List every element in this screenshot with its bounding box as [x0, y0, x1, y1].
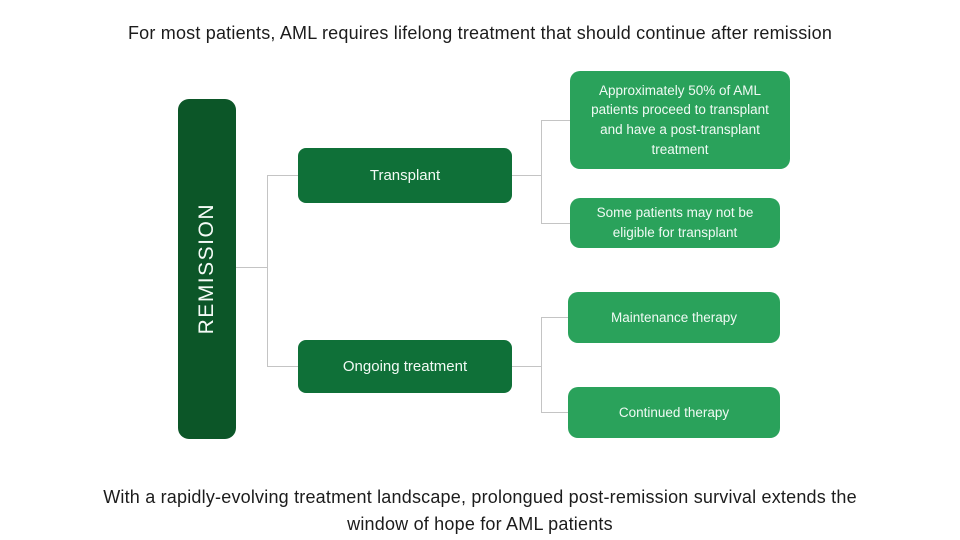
connector-line	[541, 120, 542, 224]
node-transplant-label: Transplant	[369, 167, 441, 184]
connector-line	[541, 223, 570, 224]
node-maintenance-therapy: Maintenance therapy	[568, 292, 780, 343]
node-ongoing-treatment-label: Ongoing treatment	[342, 358, 468, 375]
connector-line	[541, 120, 570, 121]
node-ongoing-treatment: Ongoing treatment	[298, 340, 512, 393]
node-maintenance-therapy-label: Maintenance therapy	[610, 309, 738, 325]
footer-line-2: window of hope for AML patients	[347, 514, 613, 534]
node-transplant: Transplant	[298, 148, 512, 203]
node-transplant-detail-not-eligible: Some patients may not be eligible for tr…	[570, 198, 780, 248]
connector-line	[541, 317, 542, 413]
footer-line-1: With a rapidly-evolving treatment landsc…	[103, 487, 857, 507]
node-remission-label: REMISSION	[195, 203, 218, 335]
connector-line	[512, 175, 541, 176]
node-transplant-detail-proceed-label: Approximately 50% of AML patients procee…	[591, 82, 769, 157]
footer-text: With a rapidly-evolving treatment landsc…	[0, 484, 960, 538]
connector-line	[512, 366, 541, 367]
connector-line	[267, 175, 268, 367]
node-transplant-detail-proceed: Approximately 50% of AML patients procee…	[570, 71, 790, 169]
connector-line	[267, 175, 298, 176]
connector-line	[541, 317, 568, 318]
node-continued-therapy: Continued therapy	[568, 387, 780, 438]
node-remission: REMISSION	[178, 99, 236, 439]
connector-line	[267, 366, 298, 367]
node-transplant-detail-not-eligible-label: Some patients may not be eligible for tr…	[596, 205, 754, 240]
node-continued-therapy-label: Continued therapy	[618, 404, 730, 420]
connector-line	[236, 267, 267, 268]
connector-line	[541, 412, 568, 413]
page-title: For most patients, AML requires lifelong…	[127, 23, 833, 43]
